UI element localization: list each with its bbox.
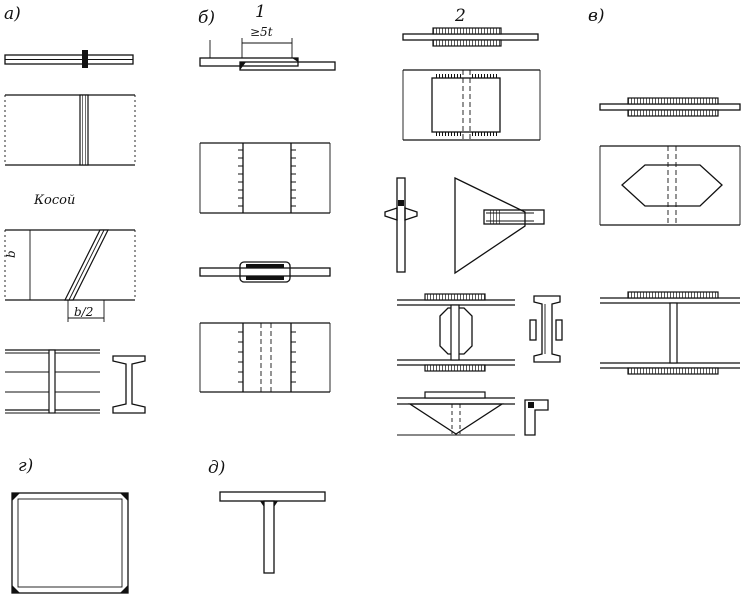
lap-joint-plan-view (199, 142, 331, 214)
label-half-b: b/2 (74, 305, 94, 319)
label-min-overlap: ≥5t (250, 25, 273, 39)
triangular-gusset-plan (454, 176, 545, 275)
label-a: а) (4, 4, 21, 24)
combined-joint-side-view (599, 97, 741, 117)
t-joint-section (219, 491, 326, 574)
bottom-gusset-joint (397, 391, 515, 436)
double-lap-joint-plan-view (199, 322, 331, 393)
cover-plate-joint-side-view (402, 27, 539, 47)
tee-with-gusset-section (384, 177, 418, 273)
label-d: д) (208, 458, 226, 478)
butt-joint-side-view (4, 50, 134, 68)
label-g: г) (18, 456, 34, 476)
label-1: 1 (255, 2, 266, 22)
double-lap-joint-side-view (199, 261, 331, 283)
oblique-butt-joint (4, 229, 136, 322)
label-2: 2 (455, 6, 466, 26)
combined-joint-plan-view (599, 145, 741, 226)
label-oblique: Косой (34, 193, 76, 208)
i-beam-cover-plate-joint (397, 293, 515, 372)
butt-joint-plan-view (4, 94, 136, 166)
corner-joint-square-frame (11, 492, 129, 594)
label-b: б) (198, 8, 216, 28)
angle-section (524, 399, 549, 436)
lap-joint-side-view (199, 38, 336, 71)
cover-plate-joint-plan-view (402, 69, 541, 141)
label-v: в) (588, 6, 605, 26)
i-beam-butt-joint (5, 349, 146, 414)
combined-joint-lower-view (600, 291, 740, 375)
i-beam-section-with-covers (529, 295, 563, 363)
